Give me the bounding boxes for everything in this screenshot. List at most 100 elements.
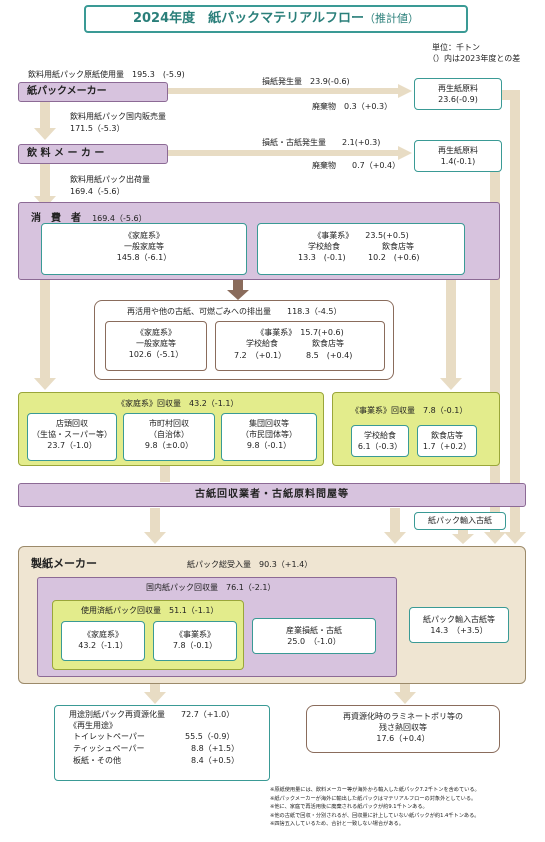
store-collection-label: 店頭回収 — [56, 419, 88, 428]
beverage-waste-paper: 損紙・古紙発生量 2.1(+0.3) — [262, 138, 381, 147]
municipal-collection-value: 9.8（±0.0） — [144, 441, 194, 450]
thermal-line1: 再資源化時のラミネートポリ等の — [343, 712, 463, 721]
disposal-header: 再活用や他の古紙、可燃ごみへの排出量 118.3（-4.5） — [127, 307, 342, 316]
store-collection-value: 23.7（-1.0） — [47, 441, 97, 450]
beverage-recycled-box: 再生紙原料 1.4(-0.1) — [414, 140, 502, 172]
business-collection-box: 《事業系》回収量 7.8（-0.1） 学校給食 6.1（-0.3） 飲食店等 1… — [332, 392, 500, 466]
household-collection-box: 《家庭系》回収量 43.2（-1.1） 店頭回収 （生協・スーパー等） 23.7… — [18, 392, 324, 466]
store-collection-sub: （生協・スーパー等） — [32, 430, 112, 439]
maker-waste: 廃棄物 0.3（+0.3） — [312, 102, 393, 111]
consumer-household-line1: 《家庭系》 — [124, 231, 164, 240]
household-collection-header: 《家庭系》回収量 43.2（-1.1） — [117, 399, 239, 408]
group-collection-value: 9.8（-0.1） — [246, 441, 292, 450]
consumer-household-box: 《家庭系》 一般家庭等 145.8（-6.1） — [41, 223, 247, 275]
reuse-row-name: 板紙・その他 — [73, 756, 121, 765]
maker-domestic-sales-line2: 171.5（-5.3） — [70, 124, 125, 133]
unit-line2: （）内は2023年度との差 — [428, 54, 521, 63]
consumer-business-school: 学校給食 — [308, 242, 340, 251]
page-title: 2024年度 紙パックマテリアルフロー — [132, 11, 365, 26]
business-restaurant-label: 飲食店等 — [431, 431, 463, 440]
group-collection-sub: （市民団体等） — [241, 430, 297, 439]
used-collection-label: 使用済紙パック回収量 51.1（-1.1） — [81, 606, 219, 615]
household-collection-municipal: 市町村回収 （自治体） 9.8（±0.0） — [123, 413, 215, 461]
disposal-business-box: 《事業系》 15.7(+0.6) 学校給食 飲食店等 7.2 （+0.1） 8.… — [215, 321, 385, 371]
beverage-recycled-line2: 1.4(-0.1) — [440, 157, 476, 166]
disposal-box: 再活用や他の古紙、可燃ごみへの排出量 118.3（-4.5） 《家庭系》 一般家… — [94, 300, 394, 380]
used-household-value: 43.2（-1.1） — [78, 641, 128, 650]
maker-recycled-box: 再生紙原料 23.6(-0.9) — [414, 78, 502, 110]
imported-value: 14.3 （+3.5） — [430, 626, 488, 635]
reuse-sub: 《再生用途》 — [69, 721, 117, 730]
business-school-label: 学校給食 — [364, 431, 396, 440]
consumer-business-restaurant: 飲食店等 — [382, 242, 414, 251]
disposal-household-line3: 102.6（-5.1） — [128, 350, 184, 359]
dealers-box: 古紙回収業者・古紙原料問屋等 — [18, 483, 526, 507]
beverage-recycled-line1: 再生紙原料 — [438, 146, 478, 155]
notes: ※原紙使用量には、飲料メーカー等が海外から輸入した紙パック7.2千トンを含めてい… — [270, 786, 480, 829]
industrial-value: 25.0 （-1.0） — [287, 637, 341, 646]
consumer-business-line1: 《事業系》 23.5(+0.5) — [313, 231, 409, 240]
consumer-business-restaurant-value: 10.2 (+0.6) — [368, 253, 420, 262]
maker-recycled-line1: 再生紙原料 — [438, 84, 478, 93]
maker-name: 紙パックメーカー — [27, 86, 107, 97]
arrow-beverage-to-consumer — [40, 164, 50, 198]
disposal-household-line1: 《家庭系》 — [136, 328, 176, 337]
consumer-household-line2: 一般家庭等 — [124, 242, 164, 251]
municipal-collection-sub: （自治体） — [149, 430, 189, 439]
maker-domestic-sales-line1: 飲料用紙パック国内販売量 — [70, 112, 166, 121]
reuse-header: 用途別紙パック再資源化量 72.7（+1.0） — [69, 710, 235, 719]
import-label-box: 紙パック輸入古紙 — [414, 512, 506, 530]
business-collection-restaurant: 飲食店等 1.7（+0.2） — [417, 425, 477, 457]
disposal-household-line2: 一般家庭等 — [136, 339, 176, 348]
paper-maker-total: 紙パック総受入量 90.3（+1.4） — [187, 560, 313, 569]
business-school-value: 6.1（-0.3） — [357, 442, 403, 451]
reuse-row-value: 8.4（+0.5） — [191, 756, 240, 765]
used-household-box: 《家庭系》 43.2（-1.1） — [61, 621, 145, 661]
maker-waste-paper: 損紙発生量 23.9(-0.6) — [262, 77, 350, 86]
used-business-value: 7.8（-0.1） — [172, 641, 218, 650]
reuse-row-name: ティッシュペーパー — [73, 744, 145, 753]
import-label: 紙パック輸入古紙 — [428, 516, 492, 525]
domestic-collection-box: 国内紙パック回収量 76.1（-2.1） 使用済紙パック回収量 51.1（-1.… — [37, 577, 397, 677]
consumer-value: 169.4（-5.6） — [92, 214, 147, 223]
note: ※原紙使用量には、飲料メーカー等が海外から輸入した紙パック7.2千トンを含めてい… — [270, 787, 480, 793]
reuse-row-value: 8.8（+1.5） — [191, 744, 240, 753]
reuse-box: 用途別紙パック再資源化量 72.7（+1.0） 《再生用途》 トイレットペーパー… — [54, 705, 270, 781]
beverage-name: 飲 料 メ ー カ ー — [27, 148, 105, 159]
consumer-business-box: 《事業系》 23.5(+0.5) 学校給食 飲食店等 13.3 (-0.1) 1… — [257, 223, 465, 275]
arrow-consumer-to-household-collection — [40, 280, 50, 380]
paper-maker-name: 製紙メーカー — [31, 557, 97, 570]
note: ※紙パックメーカーが海外に輸出した紙パックはマテリアルフローの対象外としている。 — [270, 795, 477, 802]
domestic-collection-label: 国内紙パック回収量 76.1（-2.1） — [146, 583, 276, 592]
disposal-business-restaurant: 飲食店等 — [312, 339, 344, 348]
group-collection-label: 集団回収等 — [249, 419, 289, 428]
reuse-row-name: トイレットペーパー — [73, 732, 145, 741]
page-title-suffix: （推計値） — [364, 12, 420, 25]
business-restaurant-value: 1.7（+0.2） — [422, 442, 472, 451]
used-collection-box: 使用済紙パック回収量 51.1（-1.1） 《家庭系》 43.2（-1.1） 《… — [52, 600, 244, 670]
consumer-business-school-value: 13.3 (-0.1) — [298, 253, 346, 262]
beverage-box: 飲 料 メ ー カ ー — [18, 144, 168, 164]
disposal-business-school: 学校給食 — [246, 339, 278, 348]
beverage-shipment-line2: 169.4（-5.6） — [70, 187, 125, 196]
thermal-line3: 17.6（+0.4） — [376, 734, 430, 743]
household-collection-store: 店頭回収 （生協・スーパー等） 23.7（-1.0） — [27, 413, 117, 461]
consumer-box: 消 費 者 169.4（-5.6） 《家庭系》 一般家庭等 145.8（-6.1… — [18, 202, 500, 280]
reuse-row-value: 55.5（-0.9） — [185, 732, 235, 741]
beverage-shipment-line1: 飲料用紙パック出荷量 — [70, 175, 150, 184]
industrial-label: 産業損紙・古紙 — [286, 626, 342, 635]
unit-line1: 単位：千トン — [432, 43, 480, 52]
disposal-household-box: 《家庭系》 一般家庭等 102.6（-5.1） — [105, 321, 207, 371]
dealers-name: 古紙回収業者・古紙原料問屋等 — [195, 489, 349, 500]
disposal-business-line1: 《事業系》 15.7(+0.6) — [256, 328, 344, 337]
arrow-maker-to-beverage — [40, 102, 50, 130]
disposal-business-school-value: 7.2 （+0.1） — [234, 351, 287, 360]
household-collection-group: 集団回収等 （市民団体等） 9.8（-0.1） — [221, 413, 317, 461]
used-business-box: 《事業系》 7.8（-0.1） — [153, 621, 237, 661]
maker-input-label: 飲料用紙パック原紙使用量 195.3 (-5.9) — [28, 70, 185, 79]
imported-box: 紙パック輸入古紙等 14.3 （+3.5） — [409, 607, 509, 643]
consumer-household-line3: 145.8（-6.1） — [116, 253, 172, 262]
note: ※四捨五入しているため、合計と一致しない場合がある。 — [270, 821, 404, 827]
disposal-business-restaurant-value: 8.5 (+0.4) — [306, 351, 353, 360]
title-box: 2024年度 紙パックマテリアルフロー（推計値） — [84, 5, 468, 33]
